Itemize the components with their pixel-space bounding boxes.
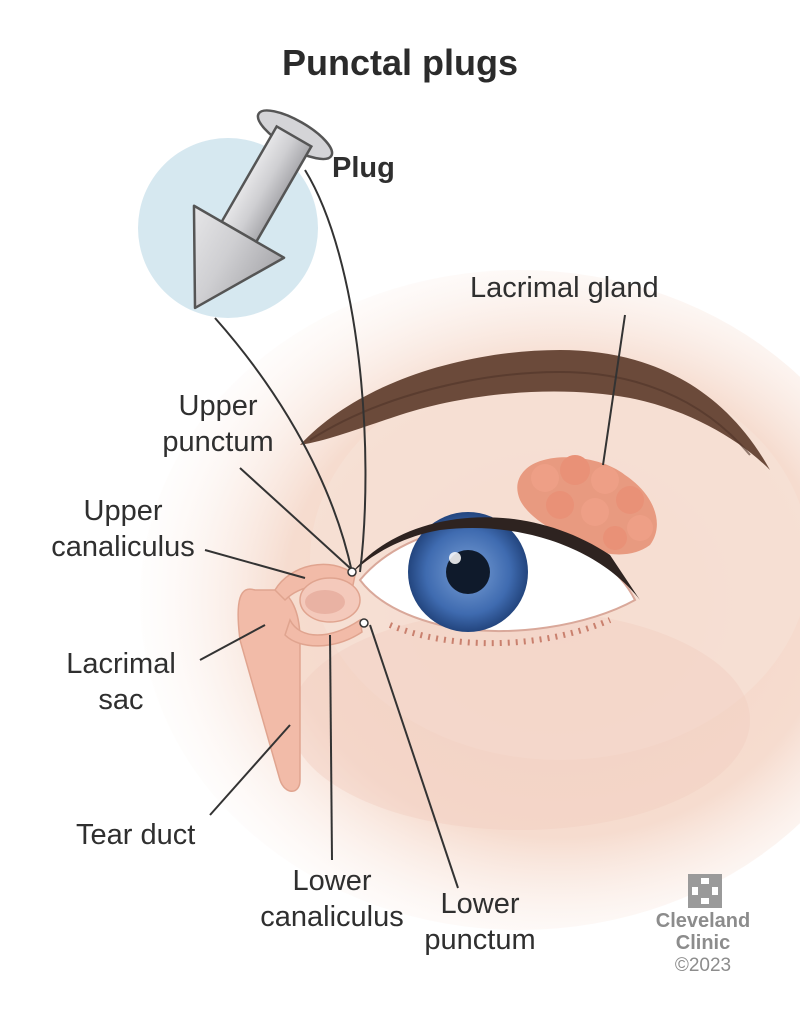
cleveland-clinic-logo: Cleveland Clinic ©2023 — [648, 872, 758, 978]
label-plug: Plug — [332, 152, 395, 184]
eyebrow — [300, 350, 770, 470]
label-lower-canaliculus-line1: Lower — [292, 865, 372, 897]
label-upper-canaliculus-line1: Upper — [83, 495, 163, 527]
label-lower-punctum-line1: Lower — [440, 888, 520, 920]
logo-name-line2: Clinic — [675, 932, 731, 954]
label-upper-punctum-line1: Upper — [178, 390, 258, 422]
plug-inset — [138, 109, 334, 318]
label-lacrimal-sac-line2: sac — [98, 684, 144, 716]
page-title: Punctal plugs — [281, 42, 519, 83]
lower-punctum-marker — [359, 618, 369, 628]
tear-drainage — [237, 563, 363, 792]
label-upper-canaliculus-line2: canaliculus — [51, 531, 195, 563]
label-tear-duct: Tear duct — [76, 819, 196, 851]
label-lacrimal-sac: Lacrimal sac — [46, 646, 196, 718]
logo-name-line1: Cleveland — [655, 910, 751, 932]
label-lower-canaliculus-line2: canaliculus — [260, 901, 404, 933]
label-lower-punctum: Lower punctum — [400, 886, 560, 958]
label-lacrimal-gland: Lacrimal gland — [470, 272, 659, 304]
label-upper-punctum: Upper punctum — [118, 388, 318, 460]
label-lacrimal-sac-line1: Lacrimal — [66, 648, 176, 680]
label-upper-punctum-line2: punctum — [162, 426, 274, 458]
lacrimal-gland — [517, 455, 657, 555]
cleveland-clinic-logo-icon — [688, 874, 722, 908]
upper-punctum-marker — [347, 567, 357, 577]
eye — [350, 512, 640, 647]
logo-copyright: ©2023 — [674, 955, 732, 976]
leader-lines — [199, 169, 626, 889]
label-upper-canaliculus: Upper canaliculus — [28, 493, 218, 565]
label-lower-canaliculus: Lower canaliculus — [232, 863, 432, 935]
label-lower-punctum-line2: punctum — [424, 924, 536, 956]
